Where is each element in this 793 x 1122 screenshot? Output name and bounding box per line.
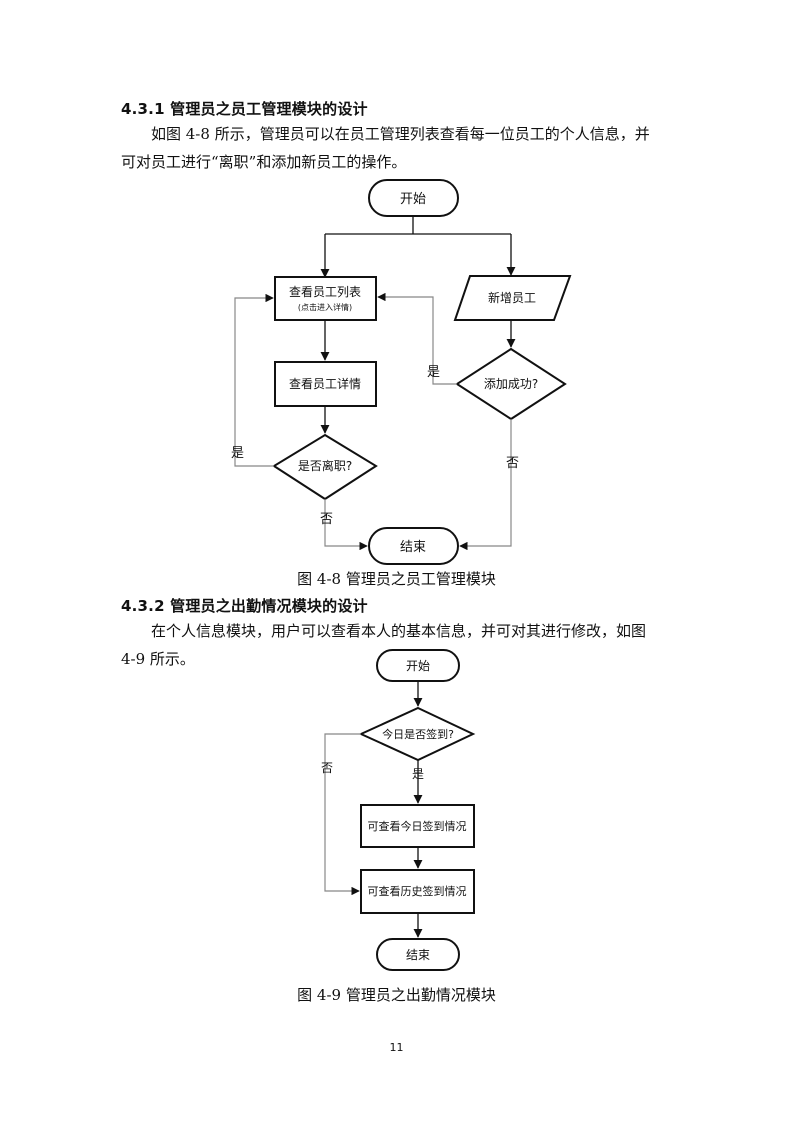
checkin-no-label: 否 (321, 761, 333, 775)
paragraph-line: 可对员工进行“离职”和添加新员工的操作。 (121, 153, 407, 171)
view-today-box (360, 804, 475, 848)
page-number: 11 (389, 1041, 404, 1054)
view-history-box (360, 869, 475, 914)
start-label: 开始 (406, 659, 430, 673)
resign-yes-label: 是 (231, 446, 244, 461)
section-paragraph-4-3-1: 如图 4-8 所示，管理员可以在员工管理列表查看每一位员工的个人信息，并 可对员… (121, 120, 681, 176)
resign-no-label: 否 (320, 512, 333, 527)
section-heading-4-3-1: 4.3.1 管理员之员工管理模块的设计 (121, 100, 368, 118)
start-label: 开始 (400, 192, 426, 207)
end-terminator (368, 527, 459, 565)
end-label: 结束 (406, 948, 430, 962)
view-history-label: 可查看历史签到情况 (368, 884, 467, 898)
checkin-decision-label: 今日是否签到? (382, 727, 454, 741)
view-detail-label: 查看员工详情 (289, 376, 361, 391)
section-paragraph-4-3-2: 在个人信息模块，用户可以查看本人的基本信息，并可对其进行修改，如图 4-9 所示… (121, 617, 681, 673)
add-employee-label: 新增员工 (488, 290, 536, 305)
flowchart-4-9: 开始 今日是否签到? 是 否 可查看今日签到情况 可查看历史签到情况 结束 (321, 649, 476, 971)
paragraph-line: 在个人信息模块，用户可以查看本人的基本信息，并可对其进行修改，如图 (151, 622, 647, 640)
view-list-box (274, 276, 377, 321)
add-no-label: 否 (506, 456, 519, 471)
figure-caption-4-8: 图 4-8 管理员之员工管理模块 (297, 570, 496, 588)
end-terminator (376, 938, 460, 971)
add-success-label: 添加成功? (484, 377, 538, 391)
paragraph-line: 4-9 所示。 (121, 650, 195, 668)
end-label: 结束 (400, 540, 426, 555)
view-list-label: 查看员工列表 (289, 285, 361, 299)
view-list-note: (点击进入详情) (298, 302, 352, 312)
view-today-label: 可查看今日签到情况 (368, 819, 467, 833)
section-heading-4-3-2: 4.3.2 管理员之出勤情况模块的设计 (121, 597, 368, 615)
paragraph-line: 如图 4-8 所示，管理员可以在员工管理列表查看每一位员工的个人信息，并 (151, 125, 650, 143)
resign-decision-label: 是否离职? (298, 458, 352, 473)
checkin-yes-label: 是 (412, 767, 424, 781)
add-employee-shape (453, 275, 572, 321)
flowchart-4-8: 开始 查看员工列表 (点击进入详情) 新增员工 查看员工详情 是否离职? 是 添… (231, 179, 572, 565)
add-yes-label: 是 (427, 365, 440, 380)
figure-caption-4-9: 图 4-9 管理员之出勤情况模块 (297, 986, 496, 1004)
